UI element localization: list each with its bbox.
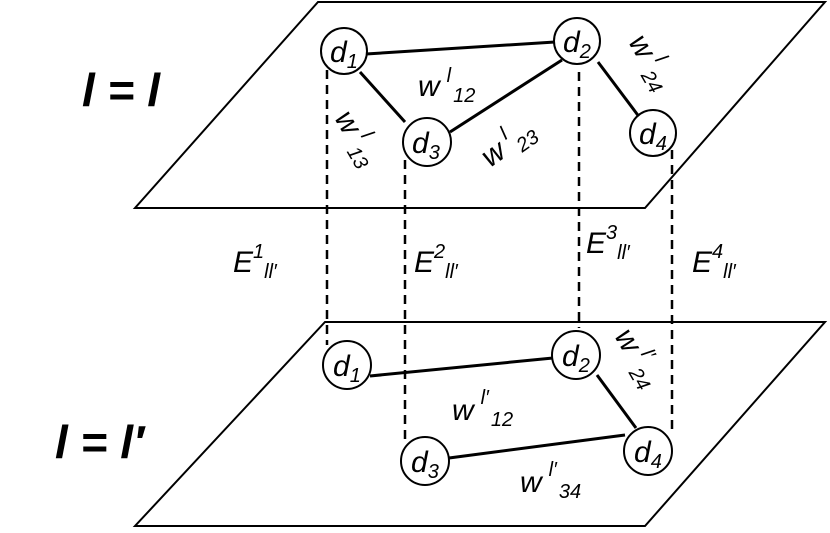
top-edge-label-24: wl24 (618, 27, 683, 98)
top-node-d2: d2 (553, 17, 601, 65)
bottom-node-d1: d1 (322, 340, 372, 390)
bottom-edge-label-24: wl′24 (604, 321, 671, 395)
top-edge-d2-d3 (449, 58, 563, 134)
interlayer-label-3: E3ll′ (586, 222, 631, 264)
svg-text:d1: d1 (330, 36, 358, 73)
svg-text:d4: d4 (639, 118, 667, 155)
svg-text:d3: d3 (411, 446, 439, 483)
bottom-edge-d2-d4 (595, 374, 638, 429)
top-node-d1: d1 (320, 27, 368, 75)
interlayer-label-1: E1ll′ (233, 241, 278, 283)
top-edge-d1-d3 (358, 70, 407, 124)
top-edge-label-13: wl13 (324, 103, 389, 174)
svg-text:d2: d2 (563, 26, 591, 63)
bottom-layer-label: l = l′ (55, 416, 146, 468)
bottom-node-d2: d2 (551, 330, 601, 380)
svg-text:d1: d1 (333, 350, 361, 387)
bottom-edge-d3-d4 (448, 433, 626, 460)
top-node-d4: d4 (629, 109, 677, 157)
bottom-edge-d1-d2 (369, 356, 554, 378)
bottom-node-d3: d3 (400, 436, 450, 486)
top-edge-d2-d4 (596, 61, 642, 119)
top-edge-label-23: wl23 (472, 110, 543, 177)
svg-text:d2: d2 (562, 340, 590, 377)
interlayer-label-2: E2ll′ (414, 241, 459, 283)
interlayer-label-4: E4ll′ (692, 241, 737, 283)
top-node-d3: d3 (402, 117, 452, 167)
bottom-node-d4: d4 (623, 426, 673, 476)
bottom-layer-plane (132, 321, 828, 527)
top-layer-plane (132, 0, 828, 209)
svg-text:d3: d3 (412, 127, 440, 164)
top-edge-d1-d2 (365, 40, 556, 56)
svg-text:d4: d4 (634, 436, 662, 473)
top-layer-label: l = l (82, 64, 161, 116)
